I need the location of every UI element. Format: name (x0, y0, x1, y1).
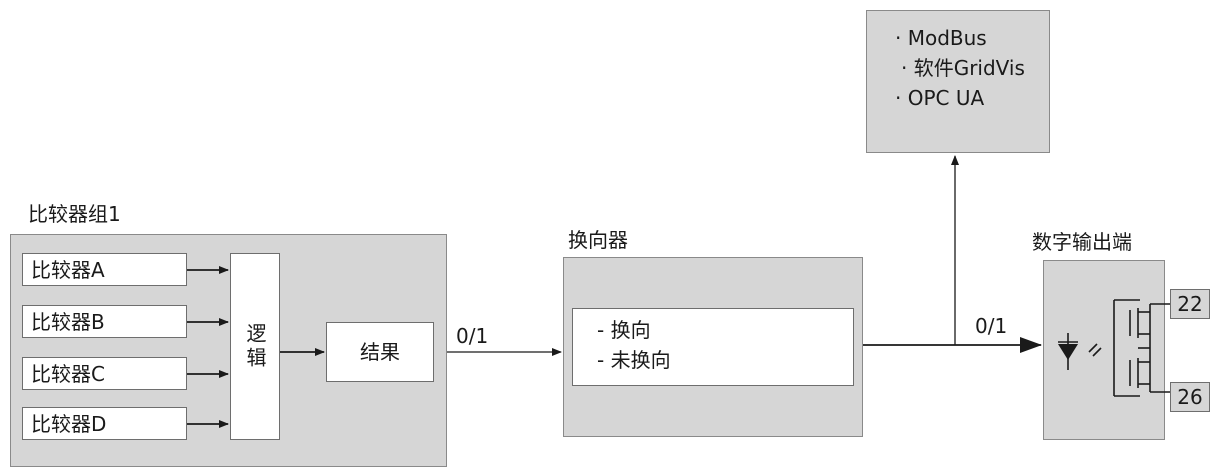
logic-label: 逻辑 (243, 322, 267, 371)
comm-item-modbus: · ModBus (895, 26, 987, 50)
communication-box: · ModBus · 软件GridVis · OPC UA (866, 10, 1050, 153)
comparator-d-box: 比较器D (22, 407, 187, 440)
optocoupler-symbol (1058, 299, 1170, 397)
inverter-title: 换向器 (568, 228, 628, 252)
comparator-group-title: 比较器组1 (28, 202, 121, 226)
inverter-option-invert: - 换向 (597, 318, 651, 342)
signal-label-group-inverter: 0/1 (456, 324, 489, 348)
logic-box: 逻辑 (230, 253, 280, 440)
result-box: 结果 (326, 322, 434, 382)
signal-label-inverter-output: 0/1 (975, 314, 1008, 338)
comm-item-opcua: · OPC UA (895, 86, 985, 110)
comparator-c-box: 比较器C (22, 357, 187, 390)
inverter-option-no-invert: - 未换向 (597, 348, 671, 372)
comparator-a-box: 比较器A (22, 253, 187, 286)
inverter-options-box: - 换向 - 未换向 (572, 308, 854, 386)
terminal-26: 26 (1170, 382, 1210, 412)
comm-item-gridvis: · 软件GridVis (901, 56, 1025, 80)
comparator-b-box: 比较器B (22, 305, 187, 338)
terminal-22: 22 (1170, 289, 1210, 319)
digital-output-title: 数字输出端 (1032, 230, 1132, 254)
